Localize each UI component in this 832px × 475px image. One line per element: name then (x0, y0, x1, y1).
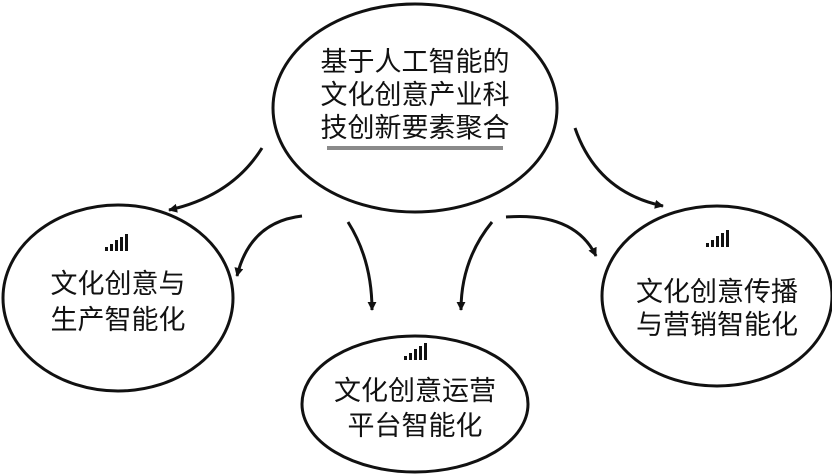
middle-line-1: 文化创意运营 (334, 376, 496, 407)
arrow-center-to-middle-left (346, 221, 377, 311)
center-line-1: 基于人工智能的 (321, 47, 510, 78)
signal-bars-icon (706, 230, 729, 247)
center-line-2: 文化创意产业科 (321, 80, 510, 111)
arrow-center-to-right-lower (505, 214, 598, 257)
center-node (271, 2, 559, 214)
center-line-3: 技创新要素聚合 (321, 113, 510, 144)
left-node (1, 203, 235, 393)
signal-bars-icon (404, 343, 427, 360)
middle-node (300, 334, 530, 474)
arrow-center-to-left-lower (234, 214, 303, 277)
right-line-1: 文化创意传播 (636, 277, 798, 308)
right-line-2: 与营销智能化 (636, 310, 798, 341)
arrow-center-to-middle-right (456, 221, 494, 311)
arrow-center-to-right (573, 127, 664, 209)
signal-bars-icon (105, 234, 128, 251)
arrow-center-to-left (168, 147, 264, 213)
left-line-2: 生产智能化 (51, 305, 186, 336)
middle-line-2: 平台智能化 (348, 411, 483, 442)
left-line-1: 文化创意与 (51, 269, 186, 300)
right-node (600, 204, 832, 388)
